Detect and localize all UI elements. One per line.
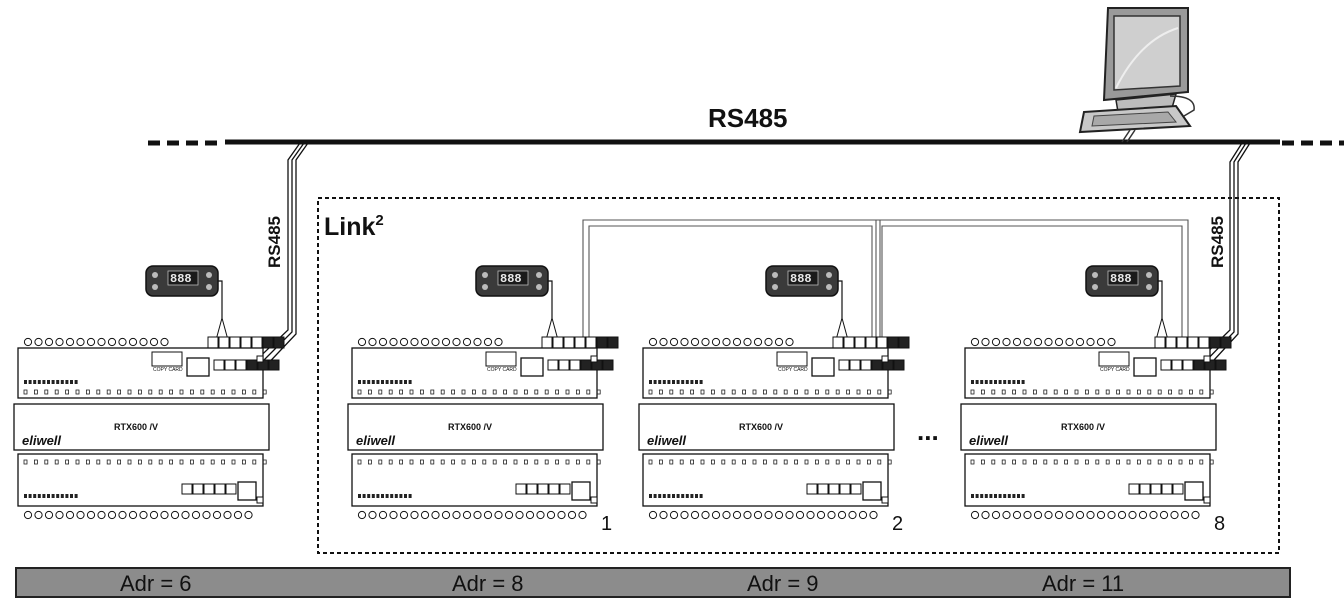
display-keypad: 888: [475, 265, 559, 341]
rs485-label-right: RS485: [1208, 216, 1227, 268]
display-keypad: 888: [145, 265, 229, 341]
rs485-label-left: RS485: [265, 216, 284, 268]
eliwell-logo: eliwell: [969, 433, 1008, 448]
copy-card-label: COPY CARD: [487, 367, 517, 373]
link2-cables: [582, 219, 1189, 342]
ellipsis-more-devices: ...: [917, 416, 939, 446]
display-digits: 888: [500, 272, 522, 286]
rtx600-controller: COPY CARD eliwell RTX600 /V 1: [347, 336, 619, 535]
model-label: RTX600 /V: [114, 422, 158, 432]
device-index: 2: [892, 513, 903, 535]
eliwell-logo: eliwell: [22, 433, 61, 448]
model-label: RTX600 /V: [739, 422, 783, 432]
display-keypad: 888: [1085, 265, 1169, 341]
device-index: 8: [1214, 513, 1225, 535]
rtx600-controller: COPY CARD eliwell RTX600 /V 2: [638, 336, 910, 535]
copy-card-label: COPY CARD: [778, 367, 808, 373]
link-label: Link2: [324, 212, 384, 241]
model-label: RTX600 /V: [1061, 422, 1105, 432]
display-keypad: 888: [765, 265, 849, 341]
rtx600-controllers: COPY CARD eliwell RTX600 /V COPY CARD eliwel…: [13, 336, 1232, 535]
address-label: Adr = 11: [1042, 571, 1125, 596]
keyboard-displays: 888 888 888 888: [145, 265, 1169, 341]
address-label: Adr = 8: [452, 571, 524, 596]
copy-card-label: COPY CARD: [153, 367, 183, 373]
device-index: 1: [601, 513, 612, 535]
address-bar: Adr = 6 Adr = 8 Adr = 9 Adr = 11: [15, 567, 1291, 598]
rs485-bus: [148, 139, 1344, 146]
rtx600-controller: COPY CARD eliwell RTX600 /V 8: [960, 336, 1232, 535]
copy-card-label: COPY CARD: [1100, 367, 1130, 373]
model-label: RTX600 /V: [448, 422, 492, 432]
computer-icon: [1078, 7, 1195, 143]
display-digits: 888: [1110, 272, 1132, 286]
display-digits: 888: [790, 272, 812, 286]
eliwell-logo: eliwell: [356, 433, 395, 448]
eliwell-logo: eliwell: [647, 433, 686, 448]
display-digits: 888: [170, 272, 192, 286]
bus-label: RS485: [708, 103, 788, 133]
address-label: Adr = 6: [120, 571, 192, 596]
address-label: Adr = 9: [747, 571, 819, 596]
rtx600-controller: COPY CARD eliwell RTX600 /V: [13, 336, 285, 520]
